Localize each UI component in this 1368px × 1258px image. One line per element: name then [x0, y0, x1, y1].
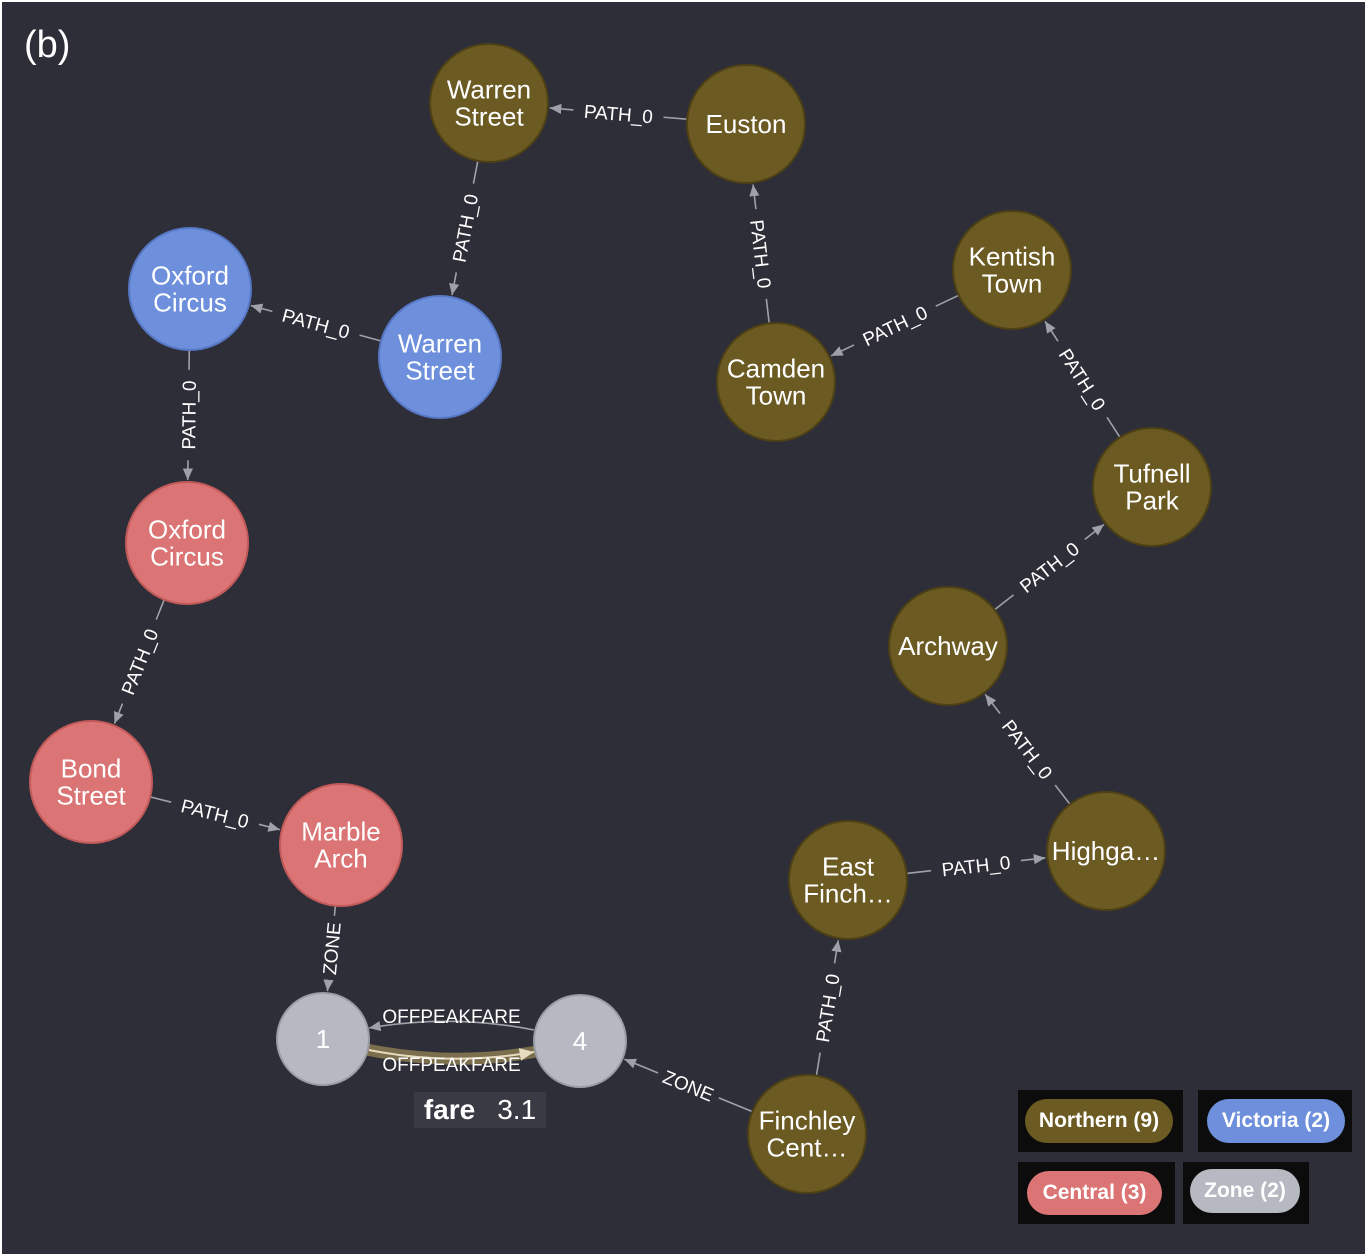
node-label: Warren [447, 75, 531, 105]
relationship-label: PATH_0 [179, 796, 251, 833]
legend-zone[interactable]: Zone (2) [1190, 1169, 1300, 1213]
relationship-label: OFFPEAKFARE [382, 1007, 520, 1028]
relationship-zone[interactable]: ZONE [624, 1058, 753, 1113]
relationship-path-0[interactable]: PATH_0 [745, 184, 774, 324]
relationship-label: PATH_0 [813, 972, 845, 1043]
relationship-label: OFFPEAKFARE [382, 1055, 520, 1076]
node-label: Circus [150, 542, 224, 572]
relationship-label: PATH_0 [941, 853, 1012, 882]
relationship-path-0[interactable]: PATH_0 [994, 523, 1105, 611]
relationship-path-0[interactable]: PATH_0 [149, 796, 281, 833]
node-label: Euston [706, 109, 787, 139]
relationship-label: ZONE [320, 921, 346, 975]
node-label: Circus [153, 288, 227, 318]
node-label: Oxford [148, 515, 226, 545]
node-label: Oxford [151, 261, 229, 291]
relationship-path-0[interactable]: PATH_0 [813, 940, 845, 1076]
node-label: East [822, 852, 875, 882]
node-label: Bond [61, 754, 122, 784]
relationship-label: PATH_0 [179, 380, 201, 449]
relationship-label: PATH_0 [118, 626, 163, 698]
node-label: Town [982, 269, 1043, 299]
relationship-path-0[interactable]: PATH_0 [830, 294, 960, 357]
node-label: Marble [301, 817, 380, 847]
node-zone1[interactable]: 1 [276, 992, 370, 1086]
node-label: Street [454, 102, 524, 132]
relationship-label: PATH_0 [583, 102, 653, 129]
node-label: Warren [398, 329, 482, 359]
relationship-path-0[interactable]: PATH_0 [179, 349, 201, 481]
panel-tag: (b) [24, 24, 71, 66]
legend-victoria[interactable]: Victoria (2) [1207, 1099, 1345, 1143]
node-label: Arch [314, 844, 367, 874]
node-eastfinch[interactable]: EastFinch… [788, 820, 908, 940]
node-label: Kentish [969, 242, 1056, 272]
node-archway[interactable]: Archway [888, 586, 1008, 706]
legend-northern[interactable]: Northern (9) [1025, 1099, 1173, 1143]
property-key: fare [423, 1094, 476, 1125]
relationship-path-0[interactable]: PATH_0 [984, 693, 1071, 805]
node-highgate[interactable]: Highga… [1046, 791, 1166, 911]
relationship-path-0[interactable]: PATH_0 [449, 160, 484, 296]
node-label: Town [746, 381, 807, 411]
node-label: 1 [316, 1024, 330, 1054]
legend-central[interactable]: Central (3) [1027, 1171, 1162, 1215]
node-label: Street [56, 781, 126, 811]
node-finchley[interactable]: FinchleyCent… [747, 1074, 867, 1194]
node-label: Archway [898, 631, 998, 661]
node-label: Tufnell [1113, 459, 1190, 489]
node-label: 4 [573, 1026, 587, 1056]
relationship-label: PATH_0 [1016, 539, 1083, 598]
relationship-label: PATH_0 [860, 303, 931, 352]
node-label: Finchley [759, 1106, 856, 1136]
relationship-path-0[interactable]: PATH_0 [906, 853, 1046, 882]
relationship-label: PATH_0 [745, 219, 774, 290]
relationship-label: PATH_0 [1054, 345, 1109, 414]
relationship-path-0[interactable]: PATH_0 [250, 303, 382, 344]
node-label: Park [1125, 486, 1179, 516]
node-label: Highga… [1052, 836, 1160, 866]
relationship-label: PATH_0 [450, 192, 484, 264]
relationship-path-0[interactable]: PATH_0 [549, 102, 688, 129]
node-zone4[interactable]: 4 [533, 994, 627, 1088]
node-label: Camden [727, 354, 825, 384]
property-value: 3.1 [497, 1094, 537, 1125]
relationship-label: PATH_0 [280, 306, 352, 344]
node-label: Finch… [803, 879, 893, 909]
relationship-label: PATH_0 [997, 716, 1056, 783]
relationship-property-tooltip: fare 3.1 [414, 1092, 546, 1128]
relationship-offpeakfare[interactable]: OFFPEAKFARE [368, 1007, 535, 1032]
node-label: Street [405, 356, 475, 386]
relationship-path-0[interactable]: PATH_0 [1044, 320, 1121, 438]
node-euston[interactable]: Euston [686, 64, 806, 184]
node-label: Cent… [767, 1133, 848, 1163]
relationship-offpeakfare[interactable]: OFFPEAKFARE [363, 1044, 540, 1076]
relationship-path-0[interactable]: PATH_0 [113, 599, 166, 724]
relationship-zone[interactable]: ZONE [320, 905, 346, 992]
relationship-label: ZONE [659, 1067, 716, 1106]
